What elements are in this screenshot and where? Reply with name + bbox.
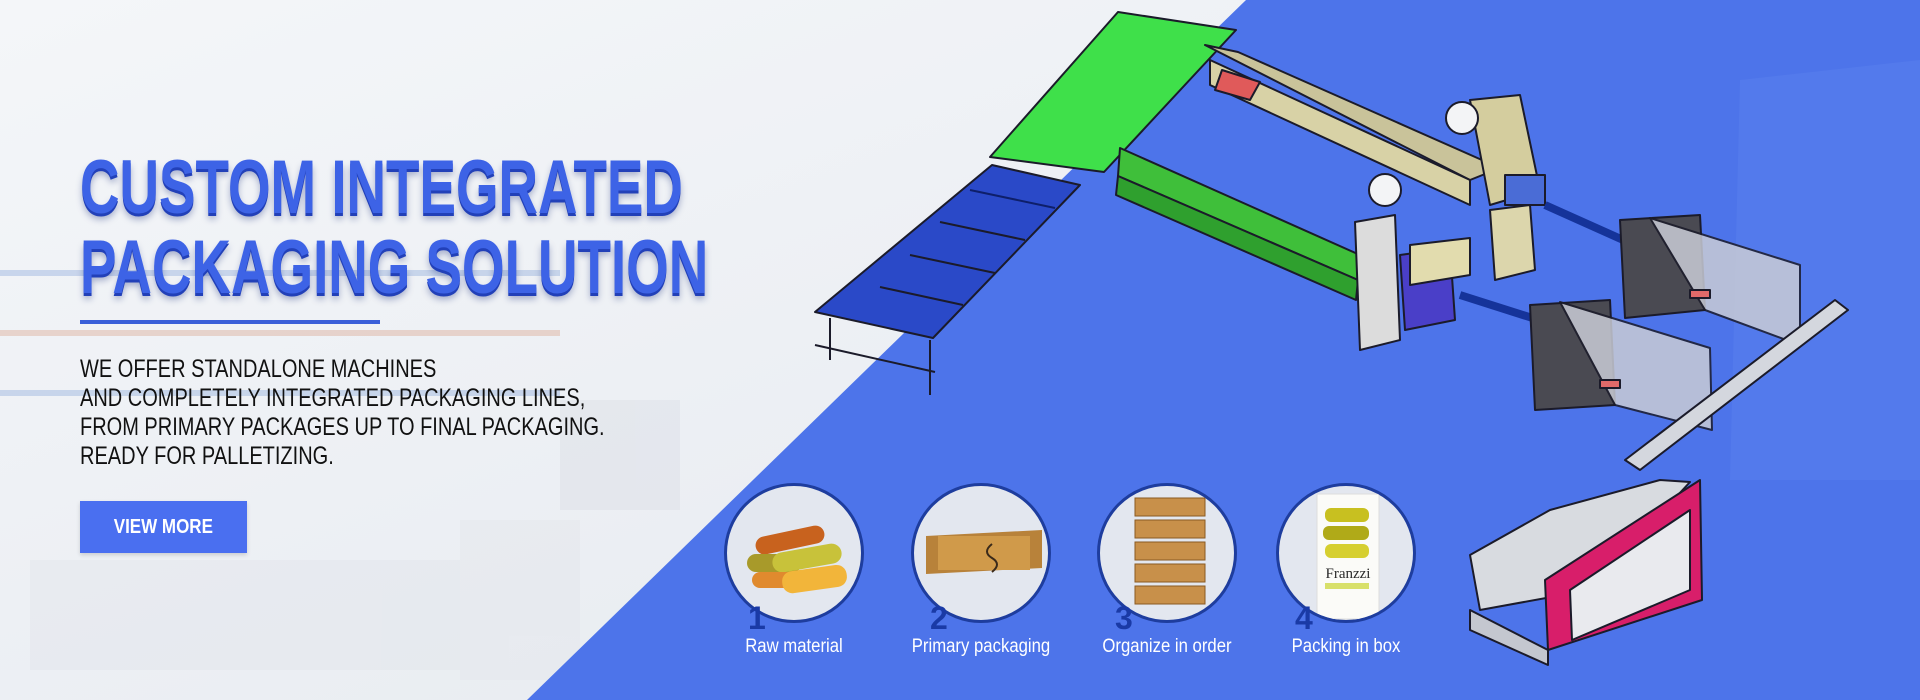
box-brand-text: Franzzi: [1326, 566, 1371, 582]
factory-shelving: [0, 270, 680, 680]
step-label: Primary packaging: [911, 636, 1051, 657]
packaging-line-illustration: [814, 11, 1849, 666]
infeed-conveyor: [814, 164, 1081, 395]
step-label: Raw material: [745, 636, 843, 657]
cartoner-units: [1529, 214, 1801, 431]
step-number: 3: [1115, 600, 1133, 636]
wrapped-bar-icon: [911, 483, 1051, 623]
view-more-label: VIEW MORE: [113, 515, 214, 538]
hero-description-line: FROM PRIMARY PACKAGES UP TO FINAL PACKAG…: [80, 413, 605, 441]
stacked-bars-icon: [1097, 483, 1237, 623]
step-label: Organize in order: [1102, 636, 1232, 657]
blue-panel-ghost: [1730, 60, 1920, 480]
step-number: 1: [748, 600, 766, 636]
title-underline: [80, 320, 380, 324]
green-conveyor: [989, 11, 1237, 173]
flow-wrapper-lower: [1115, 147, 1572, 351]
view-more-button[interactable]: VIEW MORE: [80, 501, 247, 553]
transfer-rail: [1624, 299, 1849, 471]
hero-title-line-1: CUSTOM INTEGRATED: [80, 145, 683, 230]
hero-title-line-2: PACKAGING SOLUTION: [80, 225, 709, 310]
step-label: Packing in box: [1291, 636, 1401, 657]
step-number: 2: [930, 600, 948, 636]
biscuits-icon: [724, 483, 864, 623]
hero-description-line: AND COMPLETELY INTEGRATED PACKAGING LINE…: [80, 384, 586, 412]
product-box-icon: Franzzi: [1276, 483, 1416, 623]
flow-wrapper-upper: [1204, 44, 1652, 281]
hero-description-line: READY FOR PALLETIZING.: [80, 442, 334, 470]
step-number: 4: [1295, 600, 1313, 636]
hero-description-line: WE OFFER STANDALONE MACHINES: [80, 355, 437, 383]
case-packer: [1469, 479, 1703, 666]
